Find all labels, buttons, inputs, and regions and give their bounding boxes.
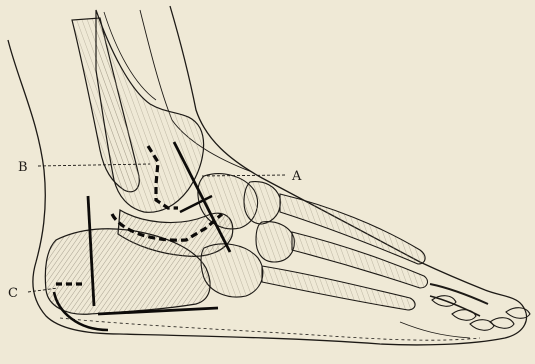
toe-line-2	[430, 296, 480, 316]
midfoot-bones	[198, 174, 428, 310]
cuneiform-bone-2	[256, 222, 294, 262]
label-b: B	[18, 160, 28, 175]
toe-nail-2	[452, 310, 476, 321]
lower-leg-bones	[72, 10, 204, 212]
sole-line	[60, 318, 480, 340]
tibia-bone	[96, 10, 204, 212]
label-a: A	[291, 169, 302, 184]
cuneiform-bone-1	[244, 182, 280, 224]
toe-crease	[400, 322, 470, 338]
toes	[400, 284, 530, 338]
toe-line-1	[430, 284, 488, 304]
label-c: C	[8, 286, 18, 301]
